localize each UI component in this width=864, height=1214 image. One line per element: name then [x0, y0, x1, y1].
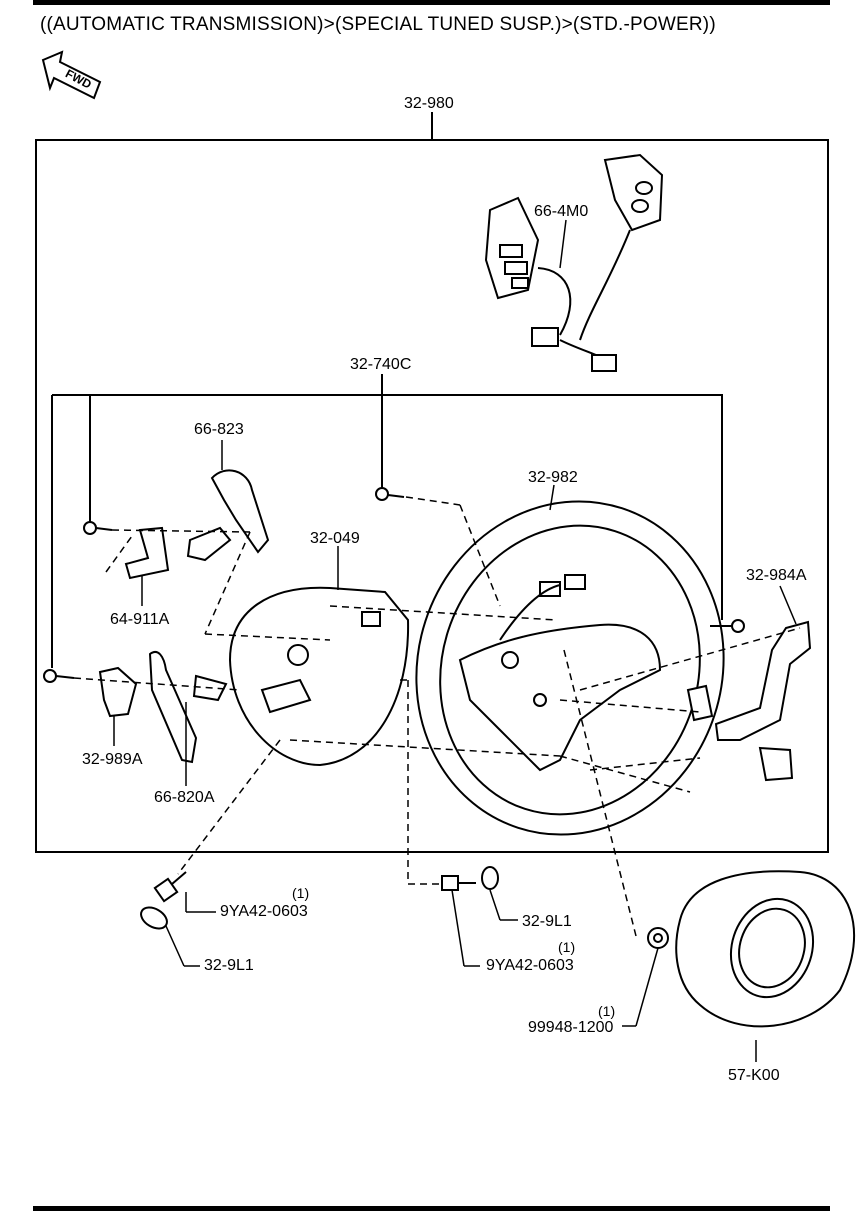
lower-fasteners: [140, 866, 669, 949]
outer-frame: [35, 139, 829, 853]
page-title: ((AUTOMATIC TRANSMISSION)>(SPECIAL TUNED…: [40, 14, 716, 35]
switch-harness-66-4M0: [484, 153, 664, 372]
label-32-989A: 32-989A: [82, 751, 143, 768]
label-57-K00: 57-K00: [728, 1067, 780, 1084]
paddle-66-820A: [148, 651, 228, 764]
screws: [43, 487, 745, 683]
rear-cover-32-049: [228, 586, 410, 767]
label-32-984A: 32-984A: [746, 567, 807, 584]
label-leaders: [113, 219, 797, 1062]
label-32-740C: 32-740C: [350, 356, 411, 373]
label-66-820A: 66-820A: [154, 789, 215, 806]
label-32-049: 32-049: [310, 530, 360, 547]
label-66-823: 66-823: [194, 421, 244, 438]
qty-99948-1200: (1): [598, 1003, 615, 1019]
label-9YA42-0603-center: 9YA42-0603: [486, 957, 574, 974]
label-99948-1200: 99948-1200: [528, 1019, 614, 1036]
label-32-980: 32-980: [404, 95, 454, 112]
bracket-32-984A: [686, 620, 812, 782]
assembly-leaders: [73, 496, 801, 937]
label-32-9L1-center: 32-9L1: [522, 913, 572, 930]
qty-9YA42-0603-center: (1): [558, 939, 575, 955]
paddle-66-823: [186, 469, 270, 562]
label-9YA42-0603-left: 9YA42-0603: [220, 903, 308, 920]
bottom-rule: [33, 1206, 830, 1211]
label-64-911A: 64-911A: [110, 611, 170, 628]
label-32-982: 32-982: [528, 469, 578, 486]
bracket-64-911A: [124, 526, 170, 580]
label-32-9L1-left: 32-9L1: [204, 957, 254, 974]
airbag-57-K00: [675, 870, 855, 1028]
fwd-arrow-icon: FWD: [41, 50, 102, 100]
top-rule: [33, 0, 830, 5]
bracket-32-989A: [98, 666, 138, 718]
qty-9YA42-0603-left: (1): [292, 885, 309, 901]
steering-wheel-32-982: [415, 500, 725, 836]
label-66-4M0: 66-4M0: [534, 203, 588, 220]
